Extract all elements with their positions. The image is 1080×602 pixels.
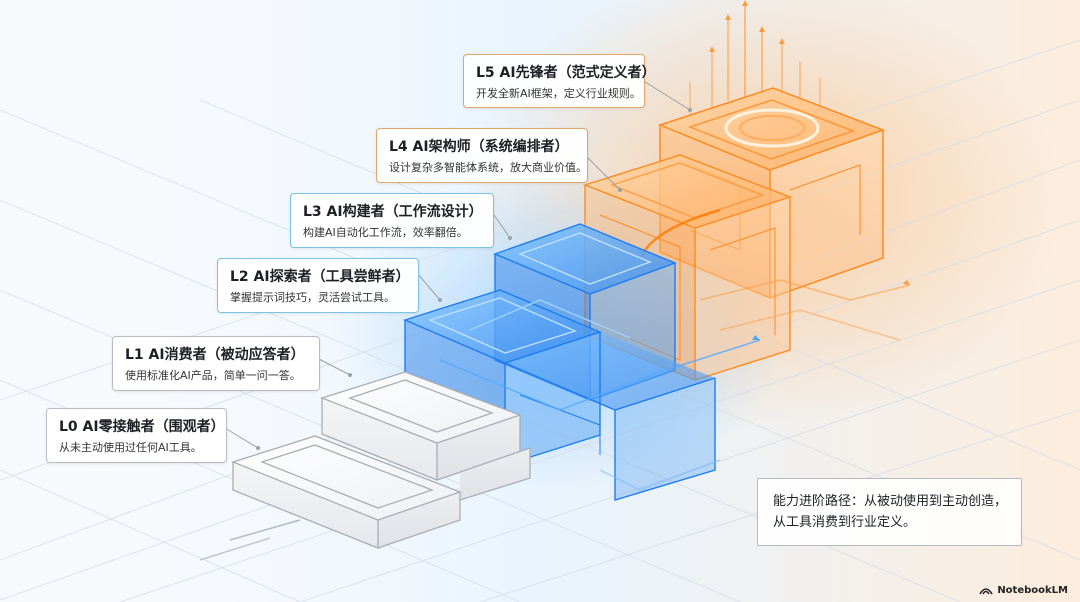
- flow-arrows: [752, 280, 910, 340]
- level-title-l5: L5 AI先锋者（范式定义者）: [476, 65, 656, 81]
- level-desc-l2: 掌握提示词技巧，灵活尝试工具。: [230, 291, 395, 304]
- level-card-l0: L0 AI零接触者（围观者） 从未主动使用过任何AI工具。: [46, 408, 227, 463]
- level-desc-l4: 设计复杂多智能体系统，放大商业价值。: [389, 161, 587, 174]
- brand-watermark: NotebookLM: [979, 585, 1068, 596]
- brand-name: NotebookLM: [997, 585, 1068, 596]
- notebooklm-logo-icon: [979, 588, 993, 595]
- level-desc-l5: 开发全新AI框架，定义行业规则。: [476, 87, 641, 100]
- level-desc-l0: 从未主动使用过任何AI工具。: [59, 441, 202, 454]
- progression-note: 能力进阶路径：从被动使用到主动创造，从工具消费到行业定义。: [757, 478, 1022, 546]
- level-title-l0: L0 AI零接触者（围观者）: [59, 419, 225, 435]
- level-desc-l3: 构建AI自动化工作流，效率翻倍。: [303, 226, 468, 239]
- level-title-l3: L3 AI构建者（工作流设计）: [303, 204, 483, 220]
- light-beams: [689, 3, 821, 121]
- flow-lines: [199, 279, 911, 561]
- level-card-l2: L2 AI探索者（工具尝鲜者） 掌握提示词技巧，灵活尝试工具。: [217, 258, 419, 313]
- level-card-l1: L1 AI消费者（被动应答者） 使用标准化AI产品，简单一问一答。: [112, 336, 320, 391]
- level-card-l4: L4 AI架构师（系统编排者） 设计复杂多智能体系统，放大商业价值。: [376, 128, 588, 183]
- level-card-l5: L5 AI先锋者（范式定义者） 开发全新AI框架，定义行业规则。: [463, 54, 656, 108]
- level-title-l4: L4 AI架构师（系统编排者）: [389, 139, 569, 155]
- block-l0: [231, 435, 531, 549]
- card-connectors: [224, 79, 691, 449]
- block-l1: [320, 371, 522, 481]
- level-title-l1: L1 AI消费者（被动应答者）: [125, 347, 305, 363]
- level-card-l3: L3 AI构建者（工作流设计） 构建AI自动化工作流，效率翻倍。: [290, 193, 494, 248]
- level-desc-l1: 使用标准化AI产品，简单一问一答。: [125, 369, 301, 382]
- level-title-l2: L2 AI探索者（工具尝鲜者）: [230, 269, 410, 285]
